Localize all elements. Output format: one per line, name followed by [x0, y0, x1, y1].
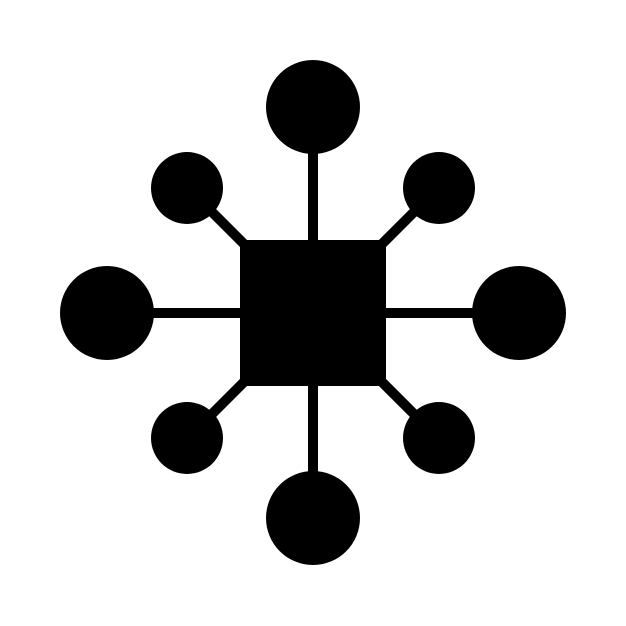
node-top-right: [403, 152, 475, 224]
node-top: [266, 60, 360, 154]
node-bottom: [266, 471, 360, 565]
hub-square: [240, 240, 386, 386]
node-bottom-right: [403, 402, 475, 474]
node-right: [472, 266, 566, 360]
node-bottom-left: [151, 402, 223, 474]
node-top-left: [151, 152, 223, 224]
node-left: [60, 266, 154, 360]
